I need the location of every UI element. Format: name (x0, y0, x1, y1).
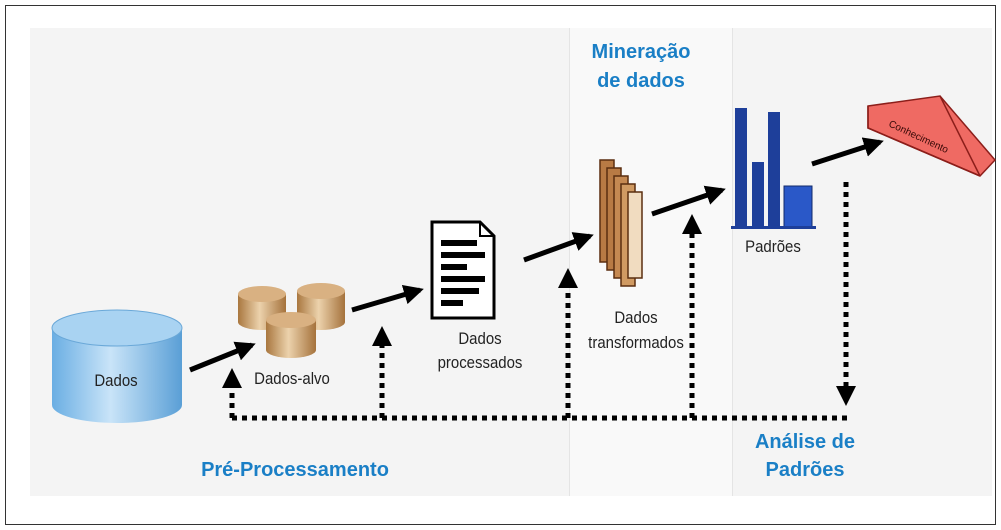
label-padroes: Padrões (745, 237, 801, 256)
knowledge-prism-icon: Conhecimento (867, 95, 997, 177)
arrow-alvo-to-processados (351, 284, 424, 313)
arrow-padroes-to-conhecimento (811, 137, 884, 167)
database-cylinder-icon (51, 309, 183, 423)
arrow-processados-to-transformados (523, 232, 594, 263)
flow-arrows (189, 137, 884, 373)
stage-analise-line1: Análise de (754, 431, 856, 453)
stage-mineracao-line1: Mineração (591, 41, 691, 63)
small-databases-icon (238, 283, 345, 358)
label-transformados-line1: Dados (614, 308, 658, 327)
stage-mineracao-line2: de dados (597, 70, 685, 92)
label-dados: Dados (94, 371, 138, 390)
diagram-background (30, 28, 992, 496)
bar-chart-icon (731, 108, 816, 229)
label-dados-alvo: Dados-alvo (254, 369, 330, 388)
label-processados-line1: Dados (458, 329, 502, 348)
label-processados-line2: processados (437, 353, 523, 372)
arrow-transformados-to-padroes (651, 185, 726, 217)
stacked-sheets-icon (599, 159, 643, 287)
stage-analise-line2: Padrões (765, 459, 845, 481)
label-transformados-line2: transformados (588, 333, 684, 352)
feedback-loop (222, 182, 856, 421)
stage-preprocessamento: Pré-Processamento (201, 459, 389, 481)
document-icon (430, 220, 496, 320)
arrow-dados-to-alvo (189, 341, 256, 373)
